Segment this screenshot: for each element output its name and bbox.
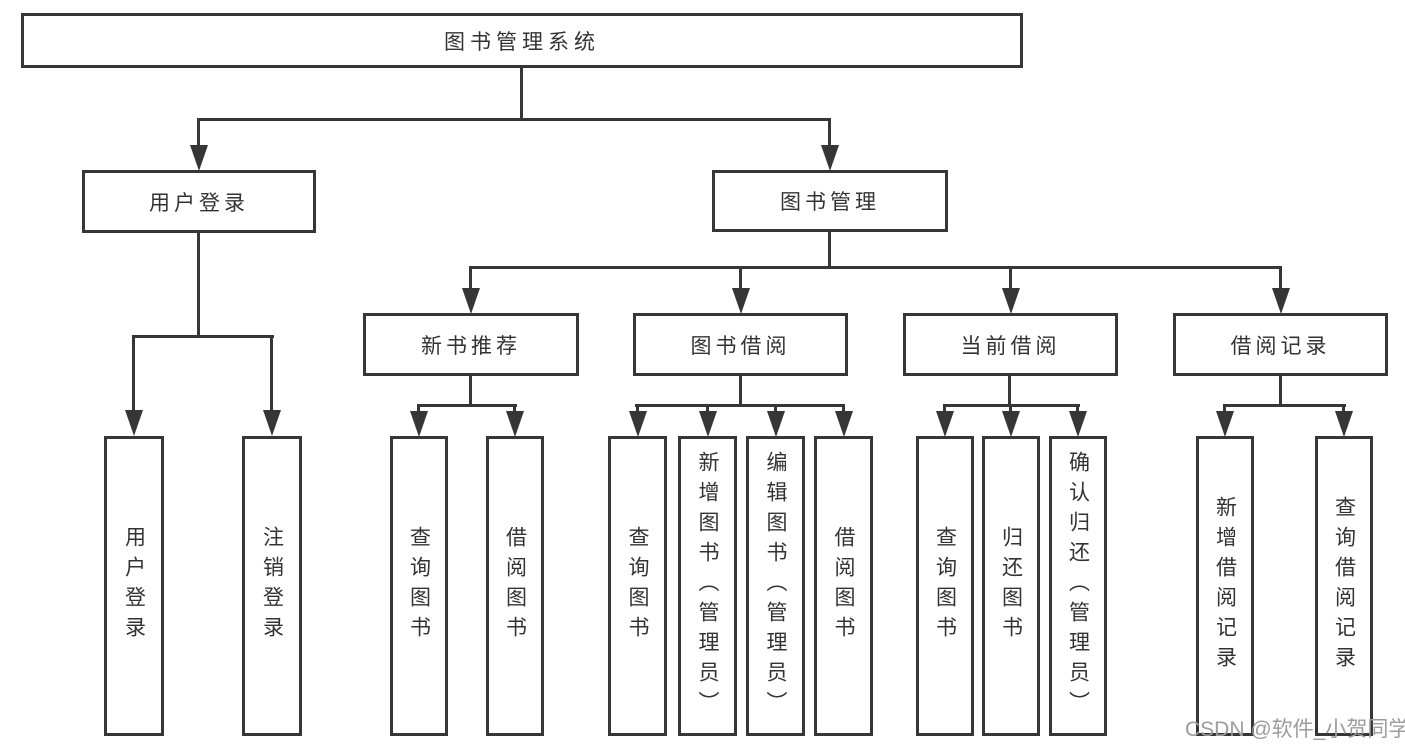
connector-line	[469, 266, 1282, 269]
connector-line	[636, 404, 639, 414]
connector-line	[132, 335, 274, 338]
connector-line	[270, 335, 273, 411]
node-book-management: 图书管理	[712, 170, 948, 232]
arrow-down-icon	[1069, 411, 1087, 437]
connector-line	[469, 266, 472, 290]
node-new-book-recommend: 新书推荐	[363, 313, 579, 376]
connector-line	[1279, 266, 1282, 290]
node-book-borrow: 图书借阅	[633, 313, 848, 376]
arrow-down-icon	[821, 145, 839, 171]
node-library-system: 图书管理系统	[21, 13, 1023, 68]
connector-line	[197, 233, 200, 335]
leaf-label: 查询借阅记录	[1332, 496, 1356, 676]
node-user-login: 用户登录	[82, 170, 316, 233]
leaf-label: 用户登录	[122, 526, 146, 646]
leaf-user-login: 用户登录	[104, 436, 164, 736]
connector-line	[197, 118, 200, 150]
arrow-down-icon	[190, 145, 208, 171]
connector-line	[739, 266, 742, 290]
connector-line	[132, 335, 135, 411]
connector-line	[828, 118, 831, 150]
connector-line	[417, 404, 420, 414]
connector-line	[706, 404, 709, 414]
leaf-query-books-borrow: 查询图书	[608, 436, 667, 736]
leaf-query-borrow-record: 查询借阅记录	[1315, 436, 1373, 736]
connector-line	[520, 68, 523, 118]
leaf-label: 确认归还（管理员）	[1066, 451, 1090, 721]
arrow-down-icon	[1002, 288, 1020, 314]
leaf-label: 归还图书	[999, 526, 1023, 646]
arrow-down-icon	[462, 288, 480, 314]
connector-line	[842, 404, 845, 414]
leaf-label: 新增图书（管理员）	[696, 451, 719, 721]
connector-line	[1342, 404, 1345, 414]
leaf-label: 新增借阅记录	[1213, 496, 1237, 676]
connector-line	[739, 376, 742, 406]
connector-line	[469, 376, 472, 406]
arrow-down-icon	[767, 411, 785, 437]
node-borrow-records: 借阅记录	[1173, 313, 1388, 376]
leaf-logout: 注销登录	[242, 436, 302, 736]
node-current-borrow: 当前借阅	[903, 313, 1118, 376]
arrow-down-icon	[629, 411, 647, 437]
leaf-label: 查询图书	[407, 526, 431, 646]
leaf-borrow-books: 借阅图书	[814, 436, 873, 736]
arrow-down-icon	[835, 411, 853, 437]
leaf-add-book-admin: 新增图书（管理员）	[678, 436, 737, 736]
arrow-down-icon	[125, 410, 143, 436]
leaf-label: 编辑图书（管理员）	[764, 451, 787, 721]
arrow-down-icon	[732, 288, 750, 314]
connector-line	[197, 118, 831, 121]
leaf-borrow-books-recommend: 借阅图书	[486, 436, 544, 736]
connector-line	[417, 404, 517, 407]
arrow-down-icon	[506, 411, 524, 437]
leaf-add-borrow-record: 新增借阅记录	[1196, 436, 1254, 736]
connector-line	[774, 404, 777, 414]
connector-line	[1223, 404, 1226, 414]
arrow-down-icon	[1335, 411, 1353, 437]
leaf-label: 查询图书	[626, 526, 649, 646]
leaf-label: 查询图书	[933, 526, 957, 646]
arrow-down-icon	[410, 411, 428, 437]
connector-line	[635, 404, 845, 407]
leaf-label: 借阅图书	[832, 526, 855, 646]
arrow-down-icon	[1272, 288, 1290, 314]
connector-line	[1279, 376, 1282, 406]
arrow-down-icon	[1002, 411, 1020, 437]
connector-line	[513, 404, 516, 414]
arrow-down-icon	[263, 410, 281, 436]
arrow-down-icon	[936, 411, 954, 437]
connector-line	[943, 404, 946, 414]
arrow-down-icon	[1216, 411, 1234, 437]
connector-line	[1009, 266, 1012, 290]
connector-line	[1009, 404, 1012, 414]
arrow-down-icon	[699, 411, 717, 437]
leaf-confirm-return-admin: 确认归还（管理员）	[1049, 436, 1107, 736]
connector-line	[1223, 404, 1346, 407]
watermark: CSDN @软件_小贺同学	[1185, 718, 1405, 741]
leaf-query-books-current: 查询图书	[916, 436, 974, 736]
leaf-query-books-recommend: 查询图书	[390, 436, 448, 736]
connector-line	[828, 232, 831, 269]
leaf-return-books: 归还图书	[982, 436, 1040, 736]
leaf-label: 借阅图书	[503, 526, 527, 646]
connector-line	[1076, 404, 1079, 414]
leaf-edit-book-admin: 编辑图书（管理员）	[746, 436, 805, 736]
connector-line	[1008, 376, 1011, 406]
leaf-label: 注销登录	[260, 526, 284, 646]
